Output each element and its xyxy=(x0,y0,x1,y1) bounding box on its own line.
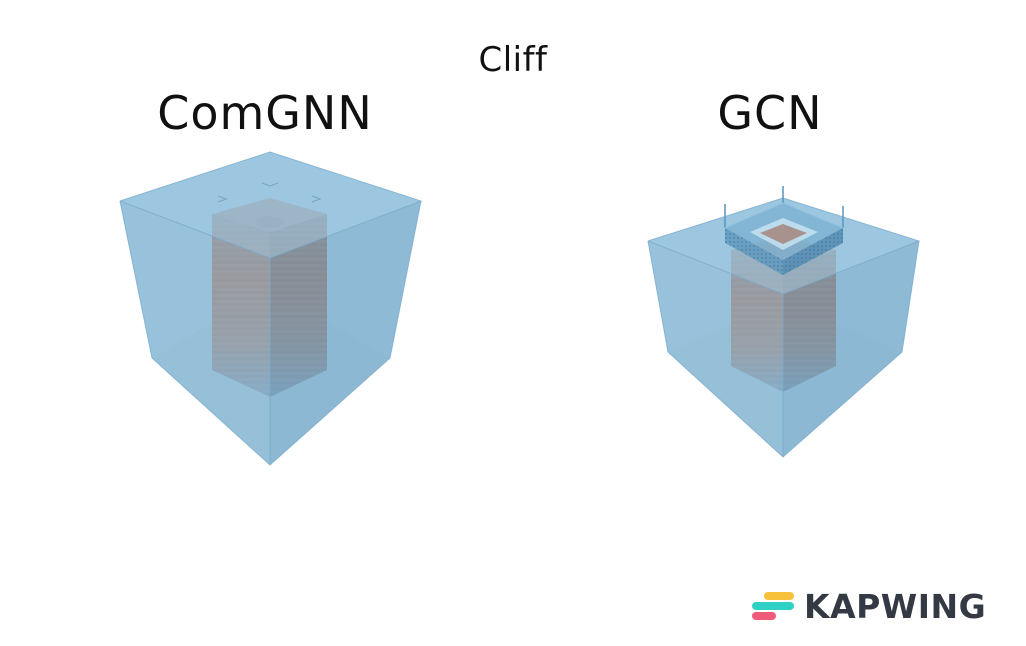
comgnn-cube xyxy=(119,151,423,466)
gcn-cube xyxy=(647,186,921,458)
gcn-cube-front-right xyxy=(783,241,919,457)
kapwing-watermark: KAPWING xyxy=(752,586,987,626)
gcn-mesh-ring xyxy=(724,186,844,275)
comgnn-cube-front-right xyxy=(270,201,421,465)
figure-title: Cliff xyxy=(478,40,548,80)
comgnn-cube-front-left xyxy=(120,201,270,465)
gcn-cube-front-left xyxy=(648,241,783,457)
kapwing-wordmark: KAPWING xyxy=(804,586,987,626)
panel-label-gcn: GCN xyxy=(717,86,823,140)
kapwing-logo-icon xyxy=(752,592,794,620)
comgnn-cube-top xyxy=(120,152,421,258)
panel-label-comgnn: ComGNN xyxy=(157,86,373,140)
